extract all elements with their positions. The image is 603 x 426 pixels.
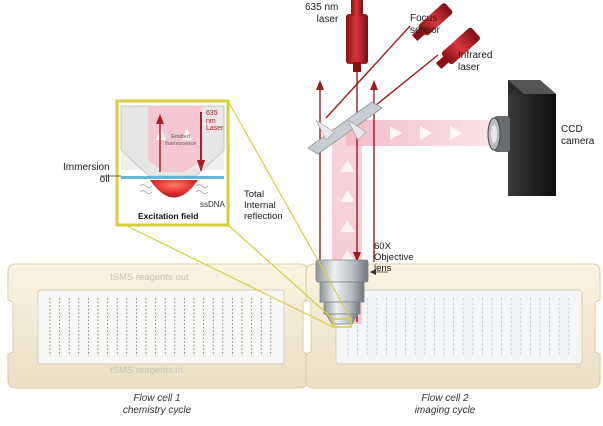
inset-connector-lines [124, 100, 352, 328]
laser-arrowheads [316, 80, 378, 262]
fluorescence-beam-horizontal [346, 120, 494, 146]
inset-excitation-label: Excitation field [138, 211, 199, 221]
inset-ssdna-label: ssDNA [200, 200, 225, 209]
dichroic-mirror [307, 101, 383, 155]
detail-inset [115, 99, 230, 227]
reagents-out-label: tSMS reagents out [110, 272, 189, 283]
focus-sensor-body [411, 3, 453, 42]
flow-cell-2 [305, 263, 601, 389]
objective-lens-body [315, 259, 369, 328]
objective-pointer-arrow [370, 269, 376, 275]
reagents-in-label: tSMS reagents in [110, 365, 183, 376]
ccd-camera-body [487, 80, 556, 196]
flow-cell-1-channels [49, 298, 272, 356]
infrared-laser-body [435, 27, 480, 70]
flow-cell-1 [7, 263, 309, 389]
laser-635-body [346, 0, 368, 72]
flow-cell-2-channels [347, 298, 570, 356]
